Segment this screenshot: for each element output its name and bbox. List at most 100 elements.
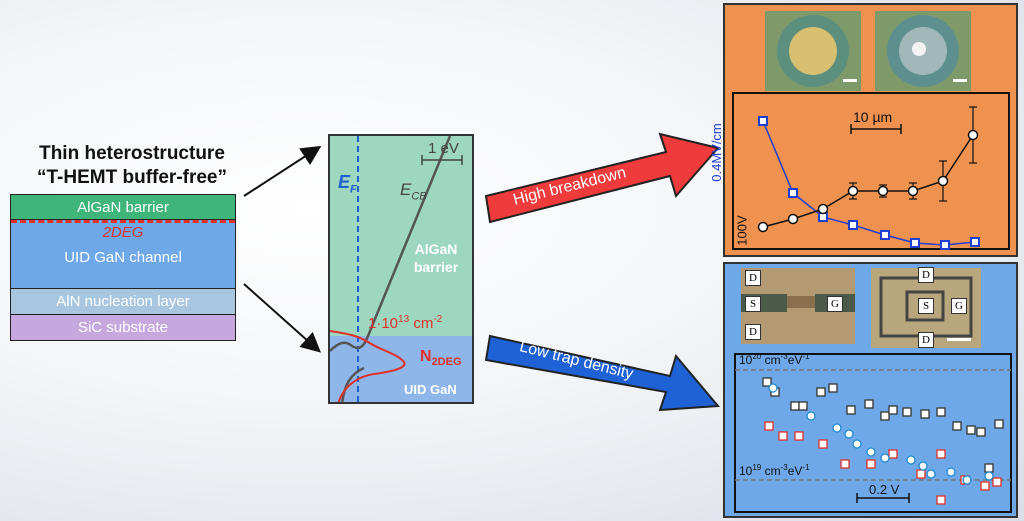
breakdown-blue-marker bbox=[910, 238, 920, 248]
density-unit-exp: -2 bbox=[433, 314, 443, 325]
trap-grey-marker bbox=[936, 407, 946, 417]
trap-grey-marker bbox=[880, 411, 890, 421]
breakdown-black-marker bbox=[847, 185, 859, 197]
trap-blue-marker bbox=[844, 429, 854, 439]
breakdown-blue-marker bbox=[970, 237, 980, 247]
breakdown-black-marker bbox=[967, 129, 979, 141]
trap-blue-marker bbox=[832, 423, 842, 433]
trap-red-marker bbox=[936, 449, 946, 459]
aln-nucleation-layer: AlN nucleation layer bbox=[10, 288, 236, 315]
trap-grey-marker bbox=[976, 427, 986, 437]
trap-grey-marker bbox=[762, 377, 772, 387]
level-bot-unit2: eV bbox=[787, 464, 803, 478]
breakdown-black-marker bbox=[877, 185, 889, 197]
level-top-unit-exp: -3 bbox=[780, 352, 788, 361]
density-base: 1·10 bbox=[368, 315, 399, 332]
breakdown-blue-marker bbox=[848, 220, 858, 230]
level-bottom-label: 1019 cm-3eV-1 bbox=[739, 463, 810, 478]
band-scale-label: 1 eV bbox=[428, 140, 459, 157]
barrier-line1: AlGaN bbox=[414, 241, 458, 257]
trap-blue-marker bbox=[946, 467, 956, 477]
trap-blue-marker bbox=[866, 447, 876, 457]
algan-barrier-region-label: AlGaN barrier bbox=[398, 240, 472, 276]
trap-red-marker bbox=[764, 421, 774, 431]
ef-base: E bbox=[338, 172, 351, 192]
trap-red-marker bbox=[840, 459, 850, 469]
ecb-base: E bbox=[400, 180, 412, 199]
micro1-label-g: G bbox=[827, 296, 843, 312]
ecb-label: ECB bbox=[400, 180, 427, 202]
micro2-label-g: G bbox=[951, 298, 967, 314]
stack-title: Thin heterostructure “T-HEMT buffer-free… bbox=[18, 142, 246, 190]
trap-blue-marker bbox=[768, 383, 778, 393]
trap-red-marker bbox=[778, 431, 788, 441]
level-top-exp: 20 bbox=[752, 352, 762, 361]
uid-gan-channel-label: UID GaN channel bbox=[64, 249, 182, 266]
n2deg-base: N bbox=[420, 348, 432, 365]
barrier-line2: barrier bbox=[413, 259, 459, 275]
trap-grey-marker bbox=[984, 463, 994, 473]
trap-red-marker bbox=[866, 459, 876, 469]
sic-label: SiC substrate bbox=[77, 319, 169, 336]
uid-gan-region-label: UID GaN bbox=[404, 382, 457, 397]
trap-blue-marker bbox=[852, 439, 862, 449]
trap-blue-marker bbox=[880, 453, 890, 463]
breakdown-black-marker bbox=[907, 185, 919, 197]
uid-gan-channel-layer: 2DEG UID GaN channel bbox=[10, 219, 236, 289]
high-breakdown-arrow bbox=[484, 132, 720, 224]
trap-panel: D S G D D S G D 1020 cm-3eV-1 1019 cm-3e… bbox=[723, 262, 1018, 518]
breakdown-scale-label: 10 µm bbox=[853, 109, 893, 125]
level-top-base: 10 bbox=[739, 353, 753, 367]
breakdown-blue-marker bbox=[788, 188, 798, 198]
trap-blue-marker bbox=[918, 461, 928, 471]
breakdown-black-series-line bbox=[762, 134, 974, 228]
ef-label: EF bbox=[338, 172, 357, 196]
level-top-unit: cm bbox=[761, 353, 781, 367]
trap-red-marker bbox=[916, 469, 926, 479]
arrow-upper bbox=[243, 145, 322, 197]
level-bot-base: 10 bbox=[739, 464, 753, 478]
breakdown-black-marker bbox=[787, 213, 799, 225]
level-bot-exp: 19 bbox=[752, 463, 762, 472]
trap-red-marker bbox=[992, 477, 1002, 487]
breakdown-black-marker bbox=[937, 175, 949, 187]
breakdown-blue-marker bbox=[880, 230, 890, 240]
trap-grey-marker bbox=[952, 421, 962, 431]
density-exp: 13 bbox=[398, 314, 410, 325]
y-bottom-label: 100V bbox=[734, 215, 750, 246]
micro2-label-d-bottom: D bbox=[918, 332, 934, 348]
algan-barrier-layer: AlGaN barrier bbox=[10, 194, 236, 220]
trap-grey-marker bbox=[902, 407, 912, 417]
trap-red-marker bbox=[980, 481, 990, 491]
trap-grey-marker bbox=[846, 405, 856, 415]
sic-substrate-layer: SiC substrate bbox=[10, 314, 236, 341]
trap-grey-marker bbox=[864, 399, 874, 409]
n2deg-sub: 2DEG bbox=[431, 356, 462, 369]
trap-red-marker bbox=[936, 495, 946, 505]
arrow-lower bbox=[243, 283, 321, 353]
level-top-unit2-exp: -1 bbox=[802, 352, 810, 361]
trap-blue-marker bbox=[984, 471, 994, 481]
trap-blue-marker bbox=[806, 411, 816, 421]
trap-red-marker bbox=[818, 439, 828, 449]
trap-blue-marker bbox=[926, 469, 936, 479]
breakdown-black-marker bbox=[817, 203, 829, 215]
trap-grey-marker bbox=[966, 425, 976, 435]
trap-grey-marker bbox=[828, 383, 838, 393]
n2deg-label: N2DEG bbox=[420, 348, 462, 368]
trap-grey-marker bbox=[994, 419, 1004, 429]
micro2-label-d-top: D bbox=[918, 267, 934, 283]
breakdown-blue-marker bbox=[940, 240, 950, 250]
ef-sub: F bbox=[350, 183, 357, 196]
n2deg-curve bbox=[330, 330, 406, 402]
level-bot-unit-exp: -3 bbox=[780, 463, 788, 472]
ecb-sub: CB bbox=[411, 190, 427, 203]
trap-grey-marker bbox=[790, 401, 800, 411]
breakdown-panel: 10 µm 0.4MV/cm 100V bbox=[709, 3, 1018, 257]
micro1-label-s: S bbox=[745, 296, 761, 312]
trap-blue-marker bbox=[906, 455, 916, 465]
level-bot-unit2-exp: -1 bbox=[802, 463, 810, 472]
trap-grey-marker bbox=[816, 387, 826, 397]
